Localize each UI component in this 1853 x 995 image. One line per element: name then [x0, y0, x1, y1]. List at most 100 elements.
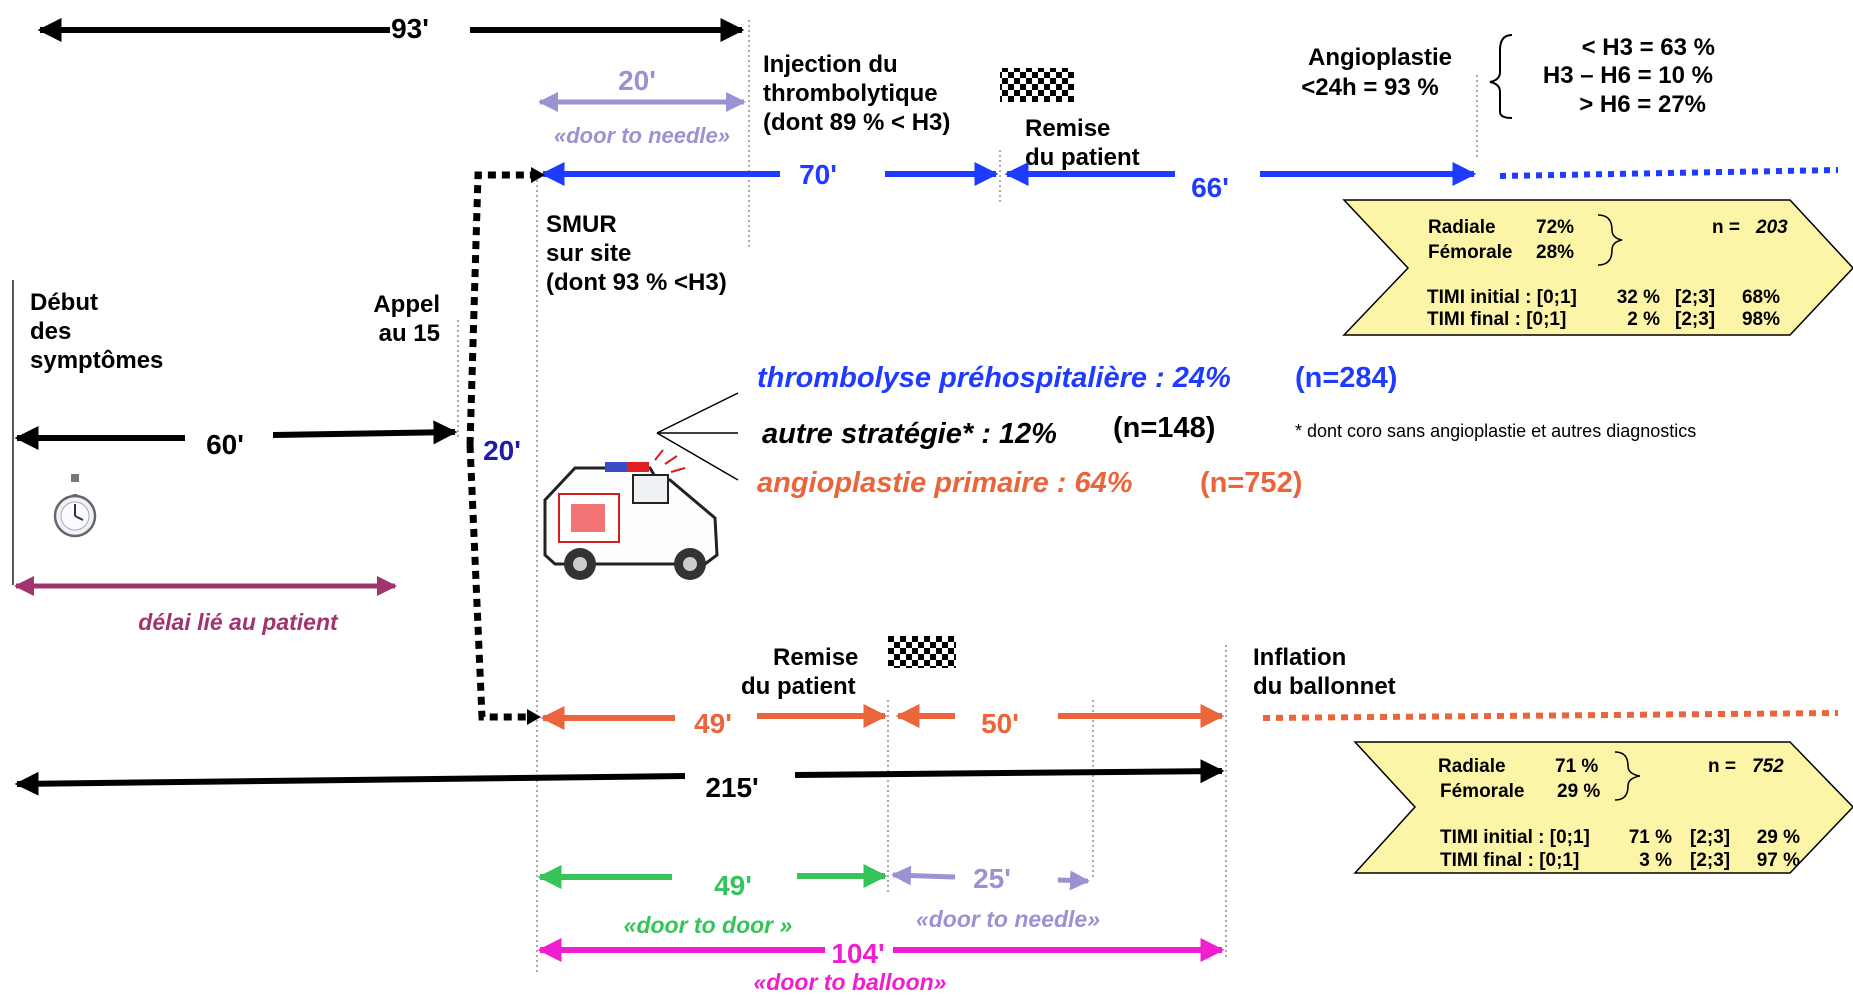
duration-104: 104' [831, 938, 884, 969]
dotted-continuation-blue [1499, 167, 1839, 179]
duration-50: 50' [981, 708, 1019, 739]
timi-initial-23-label: [2;3] [1675, 287, 1715, 308]
smur-label: SMUR sur site (dont 93 % <H3) [546, 211, 727, 296]
n-value: 752 [1752, 756, 1784, 777]
debut-line: symptômes [30, 347, 163, 374]
appel-line: Appel [373, 291, 440, 318]
injection-line: thrombolytique [763, 80, 938, 107]
stats-box-thrombolyse: Radiale 72% Fémorale 28% n = 203 TIMI in… [1342, 199, 1853, 336]
duration-20: 20' [618, 65, 656, 96]
femorale-value: 28% [1536, 242, 1574, 263]
stopwatch-icon [53, 474, 97, 538]
checkered-flag-icon [888, 636, 956, 668]
duration-25: 25' [973, 863, 1011, 894]
box-shape [1342, 199, 1853, 336]
h3-line: > H6 = 27% [1579, 91, 1706, 118]
timi-final-01: 2 % [1627, 309, 1660, 330]
angioplastie-line: Angioplastie [1308, 44, 1452, 71]
duration-60: 60' [206, 429, 244, 460]
angioplastie-label: Angioplastie <24h = 93 % [1301, 44, 1452, 101]
h3-line: < H3 = 63 % [1582, 34, 1715, 61]
timi-initial-23: 68% [1742, 287, 1780, 308]
debut-line: des [30, 318, 71, 345]
inflation-label: Inflation du ballonnet [1253, 644, 1396, 700]
autre-strategie-label: autre stratégie* : 12% [762, 418, 1057, 450]
left-section: Début des symptômes Appel au 15 60' déla… [14, 167, 545, 725]
brace-shape [1489, 34, 1513, 119]
remise-line: Remise [773, 644, 858, 671]
radiale-value: 72% [1536, 217, 1574, 238]
ambulance-icon [543, 449, 719, 580]
angioplastie-primaire-label: angioplastie primaire : 64% [757, 467, 1133, 499]
arrow-25-left [891, 865, 956, 886]
duration-215: 215' [705, 772, 758, 803]
duration-49-green: 49' [714, 870, 752, 901]
thrombolyse-n: (n=284) [1295, 362, 1397, 394]
remise-top-label: Remise du patient [1025, 115, 1140, 171]
branch-arrowhead-upper [531, 167, 545, 183]
branch-path-lower [466, 444, 527, 721]
remise-line: Remise [1025, 115, 1110, 142]
arrow-215-left [14, 771, 686, 796]
door-to-needle-bottom-label: «door to needle» [916, 906, 1100, 932]
timi-final-label: TIMI final : [0;1] [1440, 850, 1579, 871]
door-to-needle-label: «door to needle» [554, 123, 730, 148]
femorale-label: Fémorale [1440, 781, 1524, 802]
appel-line: au 15 [379, 320, 440, 347]
debut-label: Début des symptômes [30, 289, 163, 374]
timi-initial-23: 29 % [1757, 827, 1800, 848]
debut-line: Début [30, 289, 98, 316]
h3-breakdown: < H3 = 63 % H3 – H6 = 10 % > H6 = 27% [1543, 34, 1715, 118]
radiale-label: Radiale [1428, 217, 1496, 238]
injection-line: (dont 89 % < H3) [763, 109, 950, 136]
middle-section: thrombolyse préhospitalière : 24% (n=284… [543, 362, 1696, 580]
fan-lines [656, 392, 739, 481]
remise-line: du patient [741, 673, 856, 700]
dotted-continuation-orange [1262, 710, 1839, 721]
timi-initial-01: 71 % [1629, 827, 1672, 848]
door-to-balloon-label: «door to balloon» [754, 969, 947, 995]
timi-initial-label: TIMI initial : [0;1] [1427, 287, 1577, 308]
arrow-25-right [1057, 870, 1090, 891]
timi-final-23: 97 % [1757, 850, 1800, 871]
timi-initial-01: 32 % [1617, 287, 1660, 308]
n-label: n = [1712, 217, 1740, 238]
appel-label: Appel au 15 [373, 291, 440, 347]
box-shape [1353, 741, 1853, 874]
duration-66: 66' [1191, 172, 1229, 203]
duration-20-appel: 20' [483, 435, 521, 466]
duration-49: 49' [694, 708, 732, 739]
remise-bottom-label: Remise du patient [741, 644, 858, 700]
timi-final-label: TIMI final : [0;1] [1427, 309, 1566, 330]
injection-label: Injection du thrombolytique (dont 89 % <… [763, 51, 950, 136]
h3-line: H3 – H6 = 10 % [1543, 62, 1713, 89]
bottom-section: Remise du patient Inflation du ballonnet… [14, 636, 1839, 995]
duration-93: 93' [391, 13, 429, 44]
radiale-label: Radiale [1438, 756, 1506, 777]
autre-strategie-n: (n=148) [1113, 412, 1215, 444]
arrow-60-right [272, 420, 458, 445]
branch-arrowhead-lower [527, 709, 541, 725]
smur-line: SMUR [546, 211, 617, 238]
branch-path-upper [466, 171, 531, 446]
femorale-value: 29 % [1557, 781, 1600, 802]
n-label: n = [1708, 756, 1736, 777]
angioplastie-primaire-n: (n=752) [1200, 467, 1302, 499]
footnote: * dont coro sans angioplastie et autres … [1295, 421, 1696, 441]
inflation-line: du ballonnet [1253, 673, 1396, 700]
smur-line: (dont 93 % <H3) [546, 269, 727, 296]
femorale-label: Fémorale [1428, 242, 1512, 263]
brace-shape [1614, 751, 1641, 801]
timi-final-23: 98% [1742, 309, 1780, 330]
guide-lines [457, 20, 1478, 975]
n-value: 203 [1755, 217, 1788, 238]
injection-line: Injection du [763, 51, 898, 78]
stats-box-angioplastie: Radiale 71 % Fémorale 29 % n = 752 TIMI … [1353, 741, 1853, 874]
thrombolyse-label: thrombolyse préhospitalière : 24% [757, 362, 1231, 394]
timi-initial-23-label: [2;3] [1690, 827, 1730, 848]
duration-70: 70' [799, 159, 837, 190]
timi-final-23-label: [2;3] [1690, 850, 1730, 871]
brace-shape [1597, 214, 1623, 266]
angioplastie-line: <24h = 93 % [1301, 74, 1438, 101]
timi-final-23-label: [2;3] [1675, 309, 1715, 330]
